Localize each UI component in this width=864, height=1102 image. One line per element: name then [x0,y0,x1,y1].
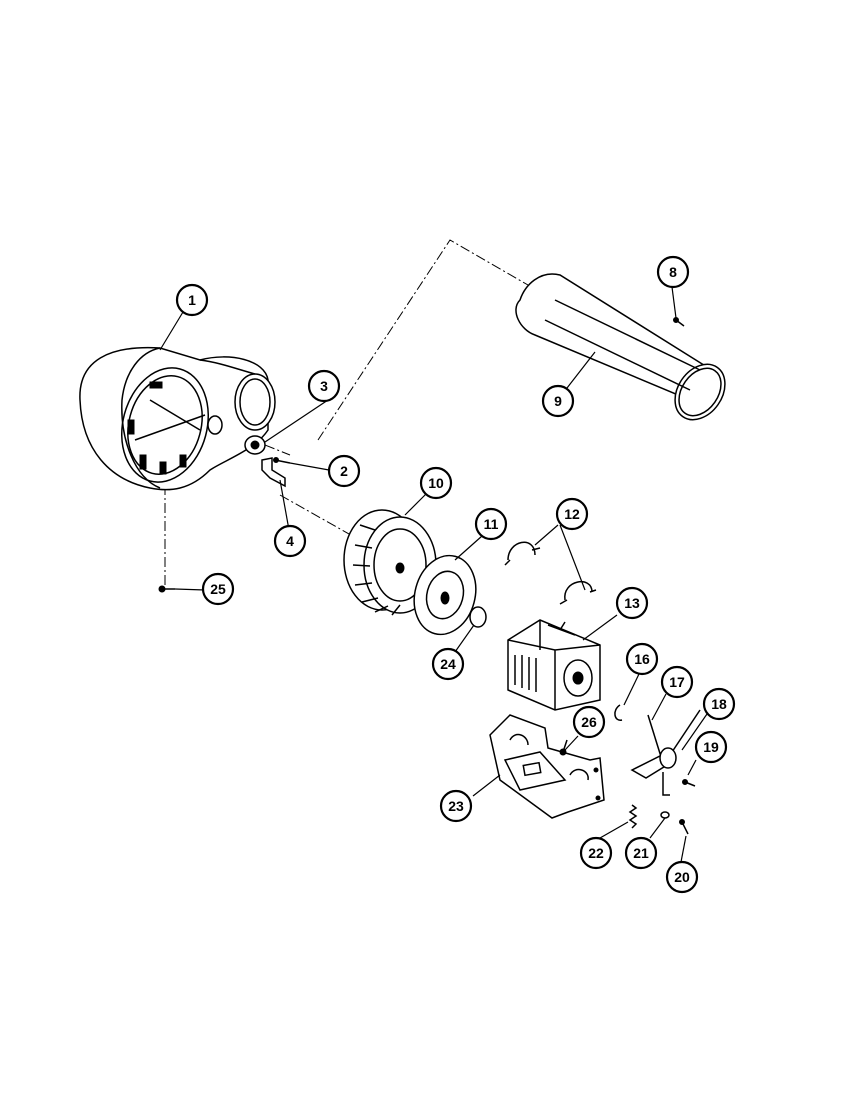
spring-clip [615,705,622,720]
pin [680,820,689,835]
callout-label: 11 [484,516,499,532]
washer [661,812,669,818]
callout-label: 4 [286,533,294,549]
callout-19: 19 [694,730,728,764]
callout-26: 26 [572,705,606,739]
callout-label: 12 [564,506,580,522]
callout-16: 16 [625,642,659,676]
screw [274,458,291,464]
callout-22: 22 [579,836,613,870]
housing-screw [159,586,175,592]
duct-screw [674,318,685,327]
blower-housing [80,348,275,492]
callout-12: 12 [555,497,589,531]
spacer [470,607,486,627]
callout-label: 23 [448,798,464,814]
callout-21: 21 [624,836,658,870]
callout-label: 17 [669,674,685,690]
callout-label: 13 [624,595,640,611]
callout-label: 8 [669,264,677,280]
callout-label: 20 [674,869,690,885]
callout-25: 25 [201,572,235,606]
callout-13: 13 [615,586,649,620]
callout-label: 3 [320,378,328,394]
drive-motor [508,620,600,710]
callout-label: 24 [440,656,456,672]
callout-label: 10 [428,475,444,491]
motor-mount [490,715,604,818]
callout-18: 18 [702,687,736,721]
callout-label: 22 [588,845,604,861]
callout-label: 19 [703,739,719,755]
callout-3: 3 [307,369,341,403]
idler-screw [683,780,696,787]
bracket [262,458,285,486]
callout-label: 2 [340,463,348,479]
callout-20: 20 [665,860,699,894]
callout-4: 4 [273,524,307,558]
pulley-disc [406,549,485,642]
callout-label: 21 [633,845,649,861]
callout-23: 23 [439,789,473,823]
callout-label: 18 [711,696,727,712]
callout-label: 25 [210,581,226,597]
callout-10: 10 [419,466,453,500]
callout-label: 9 [554,393,562,409]
callout-9: 9 [541,384,575,418]
exhaust-duct [516,274,735,429]
callout-11: 11 [474,507,508,541]
idler-pulley [660,748,676,795]
callout-label: 26 [581,714,597,730]
mount-screw [560,740,567,755]
idler-spring [630,805,636,828]
motor-clamps [505,542,596,604]
callout-label: 16 [634,651,650,667]
callout-label: 1 [188,292,196,308]
callout-8: 8 [656,255,690,289]
callout-2: 2 [327,454,361,488]
leader-lines [159,286,708,863]
callout-17: 17 [660,665,694,699]
bearing-retainer [245,436,265,454]
callout-24: 24 [431,647,465,681]
callout-1: 1 [175,283,209,317]
